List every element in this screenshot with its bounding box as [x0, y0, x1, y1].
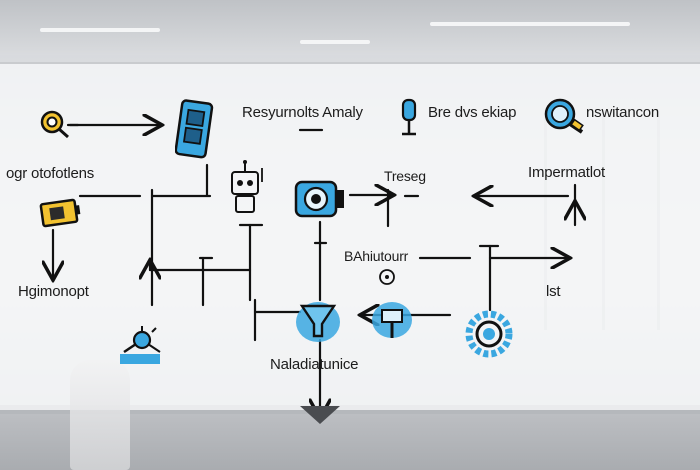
magnifier-search-icon: [544, 98, 584, 134]
filter-icon: [296, 302, 340, 342]
ceiling-light: [430, 22, 630, 26]
microphone-icon: [401, 98, 417, 136]
label-ogr: ogr otofotlens: [6, 165, 95, 182]
final-arrowhead: [300, 406, 340, 424]
label-lst: lst: [546, 283, 561, 300]
label-bahiutourr: BAhiutourr: [344, 248, 409, 264]
ceiling-light: [300, 40, 370, 44]
network-node-icon: [120, 326, 161, 364]
wrench-icon: [372, 302, 412, 338]
label-treseg: Treseg: [384, 168, 426, 184]
whiteboard: [0, 62, 700, 414]
battery-icon: [39, 198, 81, 228]
chemistry-icon: [379, 269, 395, 285]
label-bre-dvs: Bre dvs ekiap: [428, 104, 517, 121]
chair: [70, 360, 130, 470]
label-naladiatunice: Naladiatunice: [270, 356, 359, 373]
camera-icon: [294, 180, 344, 218]
robot-icon: [231, 160, 263, 213]
tablet-icon: [175, 99, 214, 159]
magnifier-icon: [40, 110, 69, 139]
label-hgimonopt: Hgimonopt: [18, 283, 89, 300]
gear-icon: [465, 310, 513, 358]
ceiling-light: [40, 28, 160, 32]
ceiling: [0, 0, 700, 55]
label-impermatlot: Impermatlot: [528, 164, 605, 181]
label-nswitancon: nswitancon: [586, 104, 660, 121]
label-resyurnolts: Resyurnolts Amaly: [242, 104, 363, 121]
